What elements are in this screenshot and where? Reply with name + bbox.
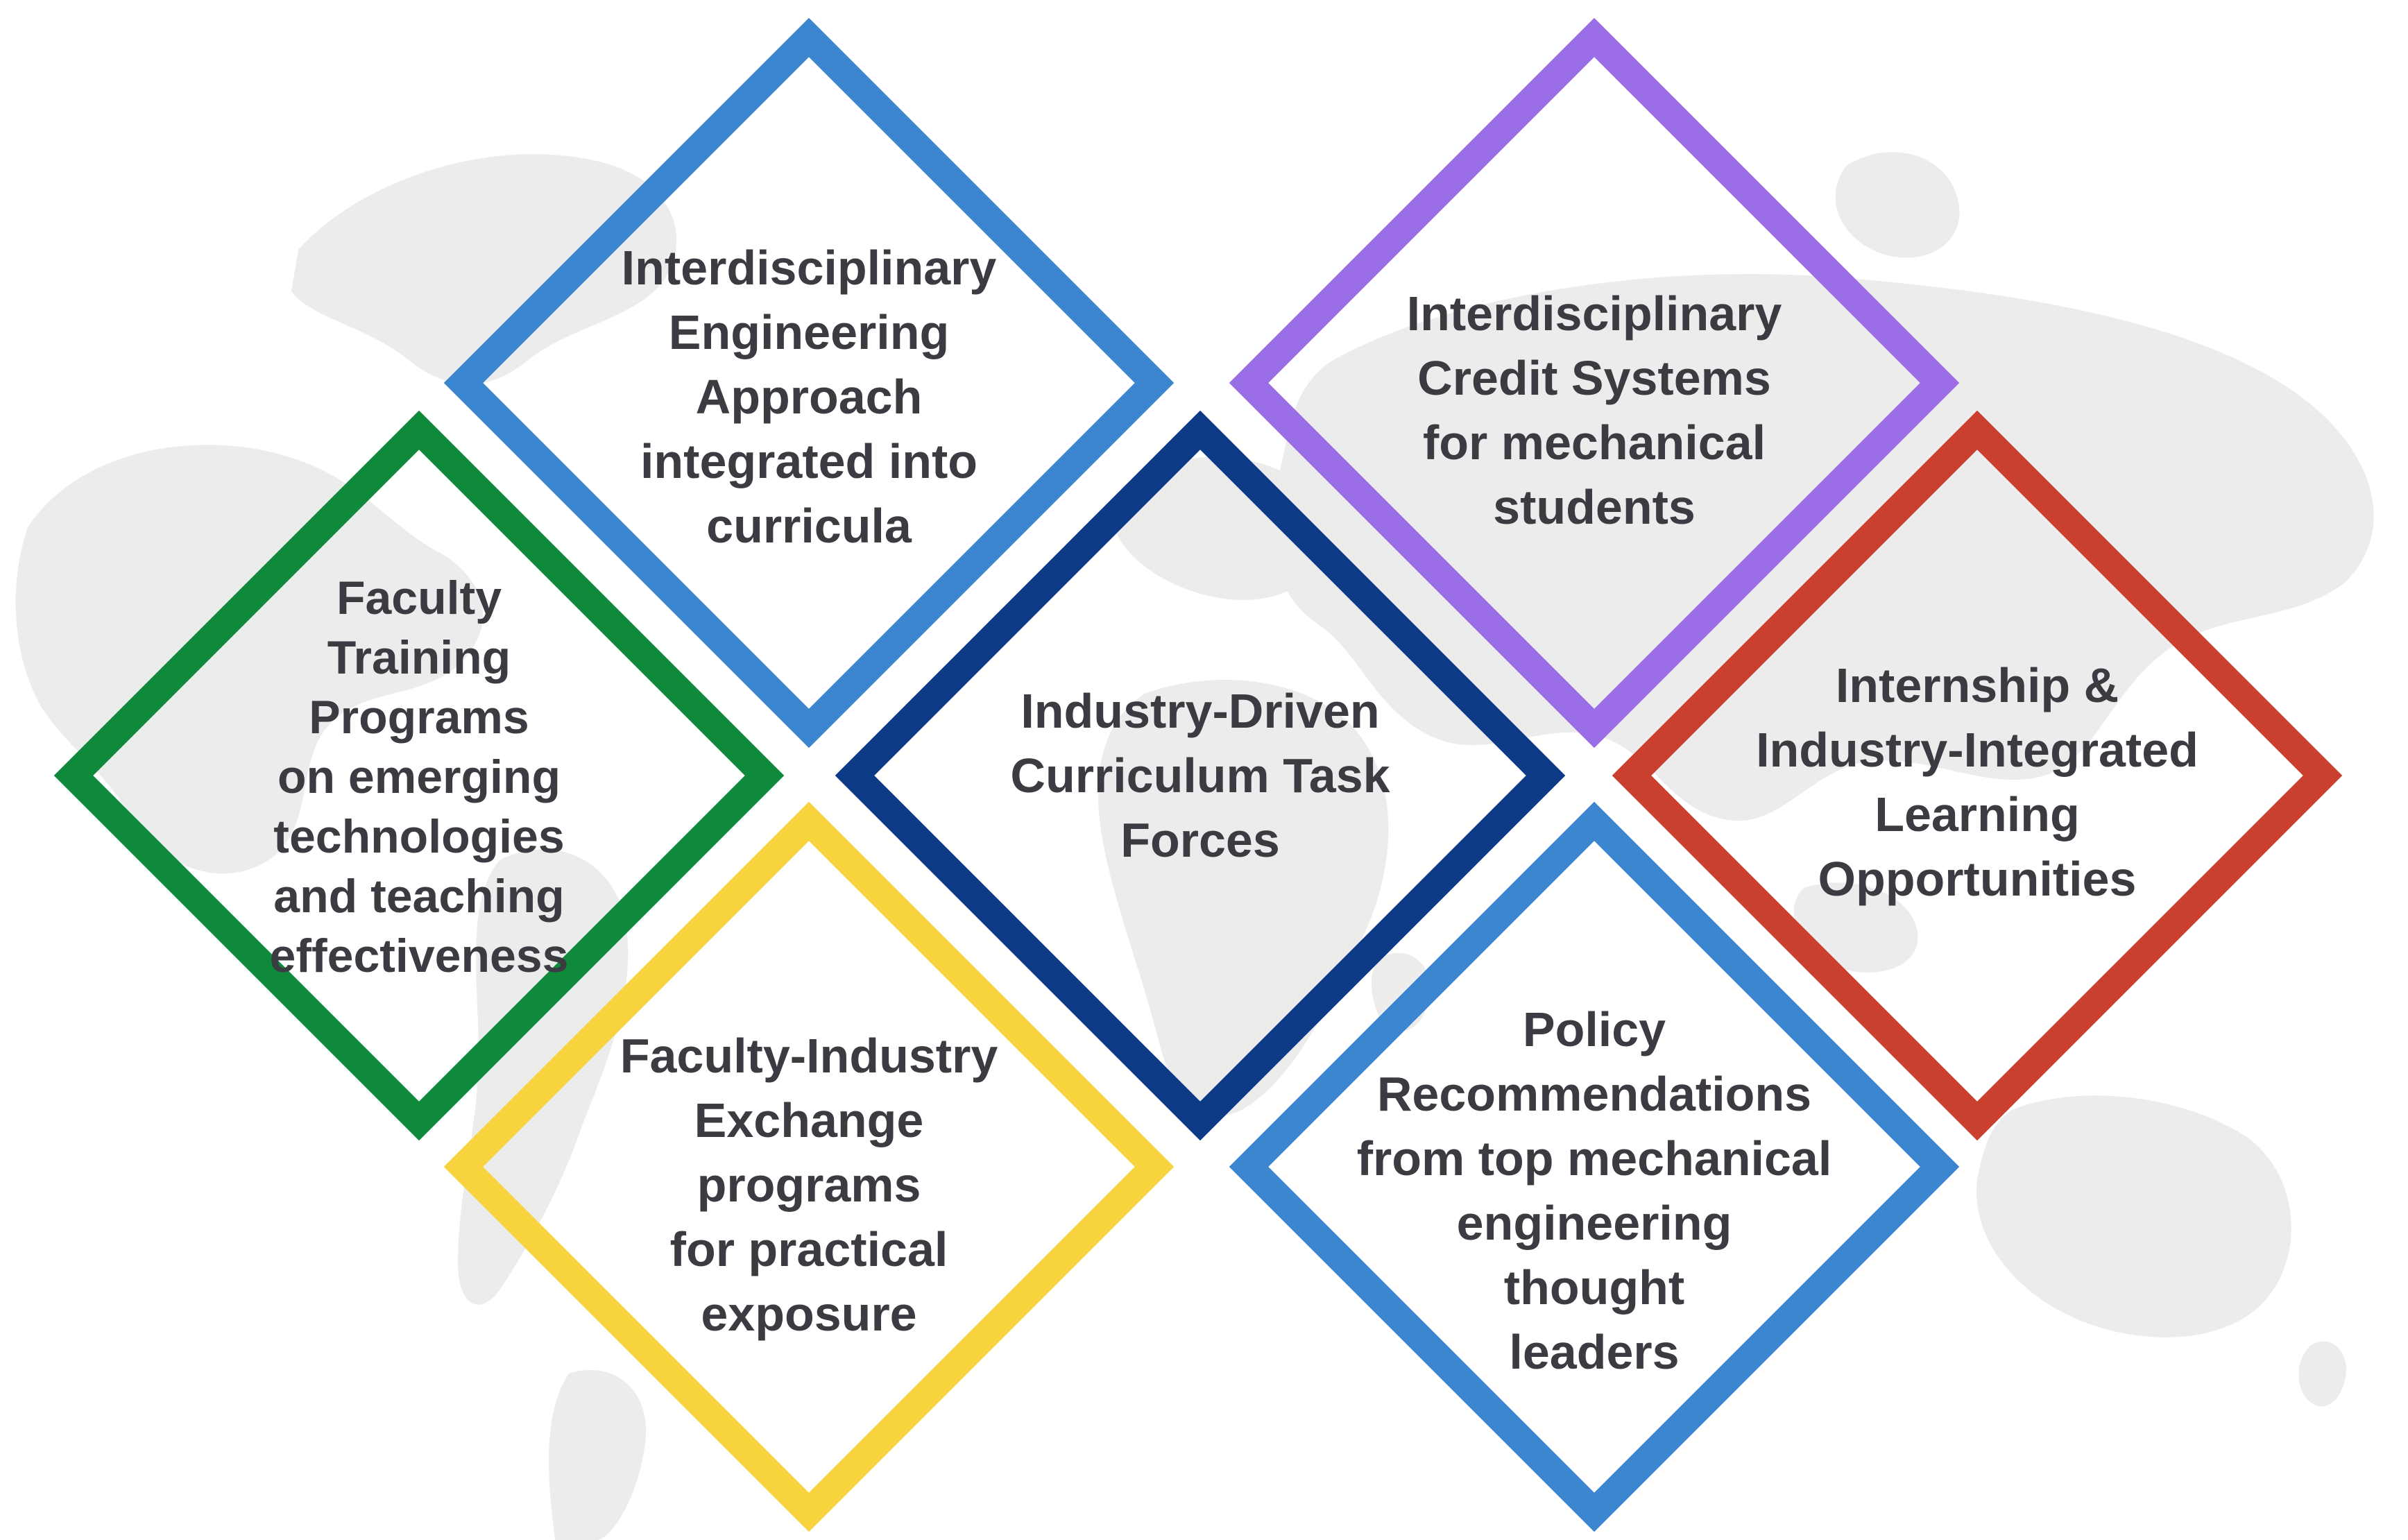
diamond-industry-driven: Industry-Driven Curriculum Task Forces [835,410,1566,1141]
diamond-label: Faculty-Industry Exchange programs for p… [620,1028,998,1341]
diamond-interdisciplinary-credit: Interdisciplinary Credit Systems for mec… [1229,17,1960,748]
diamond-frame [443,801,1175,1532]
diamond-frame [1229,17,1960,748]
diamond-label: Internship & Industry-Integrated Learnin… [1756,658,2198,906]
diamond-policy-recommendations: Policy Recommendations from top mechanic… [1229,801,1960,1532]
diamond-label: Interdisciplinary Credit Systems for mec… [1406,286,1782,534]
diamond-frame [53,410,785,1141]
diamond-label: Faculty Training Programs on emerging te… [269,572,569,982]
diamond-frame [1229,801,1960,1532]
diamond-frame [443,17,1175,748]
diamond-interdisciplinary-engineering: Interdisciplinary Engineering Approach i… [443,17,1175,748]
diamond-faculty-training: Faculty Training Programs on emerging te… [53,410,785,1141]
diamond-faculty-industry-exchange: Faculty-Industry Exchange programs for p… [443,801,1175,1532]
diamond-frame [1612,410,2343,1141]
diamond-frame [835,410,1566,1141]
diamond-label: Industry-Driven Curriculum Task Forces [1010,683,1390,867]
diamond-internship: Internship & Industry-Integrated Learnin… [1612,410,2343,1141]
diamond-label: Policy Recommendations from top mechanic… [1356,1002,1832,1379]
diamond-label: Interdisciplinary Engineering Approach i… [621,240,997,553]
